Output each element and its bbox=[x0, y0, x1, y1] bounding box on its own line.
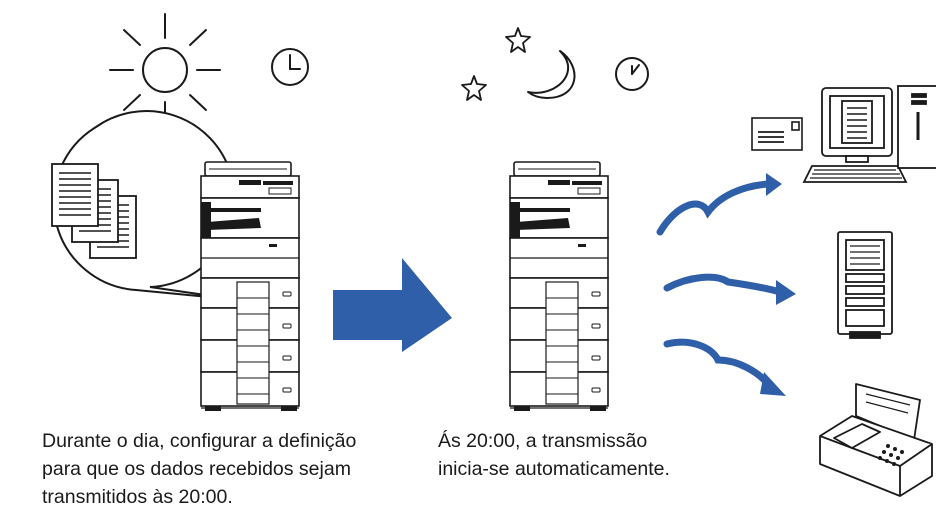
clock-icon bbox=[615, 57, 649, 91]
transmission-arrow-icon bbox=[656, 180, 772, 236]
transmission-arrow-icon bbox=[766, 173, 782, 196]
envelope-icon bbox=[751, 117, 803, 151]
arrow-right-icon bbox=[333, 258, 452, 352]
transmission-arrow-icon bbox=[776, 280, 796, 305]
caption-line: Ás 20:00, a transmissão bbox=[438, 430, 648, 452]
server-icon bbox=[837, 231, 893, 339]
clock-icon bbox=[271, 48, 309, 86]
transmission-arrow-icon bbox=[663, 273, 784, 296]
caption-line: para que os dados recebidos sejam bbox=[42, 458, 351, 480]
transmission-arrow-icon bbox=[663, 338, 772, 388]
fax-icon bbox=[819, 383, 933, 497]
document-stack-icon bbox=[51, 110, 241, 301]
printer-icon bbox=[509, 161, 609, 412]
caption-line: inicia-se automaticamente. bbox=[438, 458, 670, 480]
caption-line: transmitidos às 20:00. bbox=[42, 486, 233, 508]
transmission-arrow-icon bbox=[760, 372, 786, 396]
sun-icon bbox=[109, 13, 221, 127]
caption-night: Ás 20:00, a transmissão inicia-se automa… bbox=[438, 427, 670, 483]
caption-line: Durante o dia, configurar a definição bbox=[42, 430, 357, 452]
computer-icon bbox=[802, 85, 936, 183]
caption-daytime: Durante o dia, configurar a definição pa… bbox=[42, 427, 356, 511]
star-icon bbox=[505, 27, 531, 53]
printer-icon bbox=[200, 161, 300, 412]
moon-icon bbox=[527, 50, 576, 99]
star-icon bbox=[461, 75, 487, 101]
